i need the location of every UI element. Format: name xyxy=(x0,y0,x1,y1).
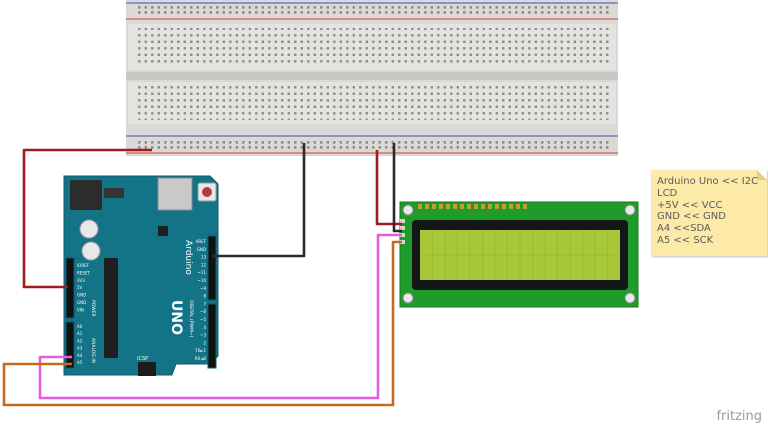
pin-label: A3 xyxy=(77,346,83,351)
pin-label: A2 xyxy=(77,338,83,343)
pin-label: TX►1 xyxy=(194,348,206,353)
sticky-note: Arduino Uno << I2C LCD +5V << VCC GND <<… xyxy=(651,170,767,256)
pin-label: A4 xyxy=(77,353,83,358)
pin-label: ~11 xyxy=(198,270,207,275)
pin-label: 5V xyxy=(77,285,83,290)
power-pin-labels: IOREF RESET 3V3 5V GND GND VIN xyxy=(77,263,90,312)
wires xyxy=(2,143,402,407)
breadboard xyxy=(126,0,618,156)
pin-label: ~3 xyxy=(200,333,206,338)
note-text: Arduino Uno << I2C LCD +5V << VCC GND <<… xyxy=(657,176,758,247)
icsp-label: ICSP xyxy=(137,356,148,362)
wire-sda xyxy=(38,233,402,400)
note-line: GND << GND xyxy=(657,211,726,223)
pin-label: 7 xyxy=(203,301,206,306)
pin-label: 12 xyxy=(201,262,207,267)
capacitor-2 xyxy=(81,241,101,261)
pin-label: GND xyxy=(77,300,86,305)
pin-label: 13 xyxy=(201,255,207,260)
analog-header-label: ANALOG IN xyxy=(90,338,96,363)
pin-label: 4 xyxy=(203,325,206,330)
atmega-chip xyxy=(104,258,118,358)
uno-model-label: UNO xyxy=(168,300,184,335)
wire-gnd xyxy=(212,143,306,258)
capacitor-1 xyxy=(79,219,99,239)
pin-label: AREF xyxy=(196,239,207,244)
note-line: A5 << SCK xyxy=(657,234,714,246)
wire-5v-to-lcd xyxy=(375,150,402,226)
power-header-label: POWER xyxy=(90,300,96,317)
pin-label: ~9 xyxy=(200,286,206,291)
pin-label: ~5 xyxy=(200,317,206,322)
wire-5v xyxy=(22,148,152,289)
pin-label: IOREF xyxy=(77,263,90,268)
pin-label: GND xyxy=(77,293,86,298)
usb-port xyxy=(157,177,193,211)
pin-label: VIN xyxy=(77,307,84,312)
icsp-header xyxy=(138,362,156,376)
note-line: Arduino Uno << I2C xyxy=(657,176,759,187)
pin-label: RX◄0 xyxy=(195,356,207,361)
arduino-uno-board: Arduino UNO ICSP IOREF RESET 3V3 5V GND GND VI… xyxy=(63,175,219,376)
fritzing-brand: fritzing xyxy=(716,409,762,424)
pin-label: A0 xyxy=(77,324,83,329)
wire-gnd-to-lcd xyxy=(392,143,402,233)
pin-label: ~10 xyxy=(198,278,207,283)
pin-label: RESET xyxy=(77,270,90,275)
digital-header-label: DIGITAL (PWM~) xyxy=(188,300,194,338)
lcd-i2c-module xyxy=(399,201,639,308)
digital-pin-labels: AREF GND 13 12 ~11 ~10 ~9 8 7 ~6 ~5 4 ~3 2TX►1RX◄0 xyxy=(194,239,207,361)
pin-label: A1 xyxy=(77,331,83,336)
pin-label: 2 xyxy=(203,340,206,345)
note-fold xyxy=(757,170,767,180)
wire-scl xyxy=(2,240,402,407)
note-line: +5V << VCC xyxy=(657,199,723,211)
pin-label: 8 xyxy=(203,294,206,299)
pin-label: GND xyxy=(197,247,206,252)
note-line: LCD xyxy=(657,187,678,199)
pin-label: A5 xyxy=(77,360,83,365)
pin-label: 3V3 xyxy=(77,278,85,283)
arduino-brand-label: Arduino xyxy=(183,240,193,275)
power-jack xyxy=(70,180,102,210)
note-line: A4 <<SDA xyxy=(657,223,711,235)
pin-label: ~6 xyxy=(200,309,206,314)
